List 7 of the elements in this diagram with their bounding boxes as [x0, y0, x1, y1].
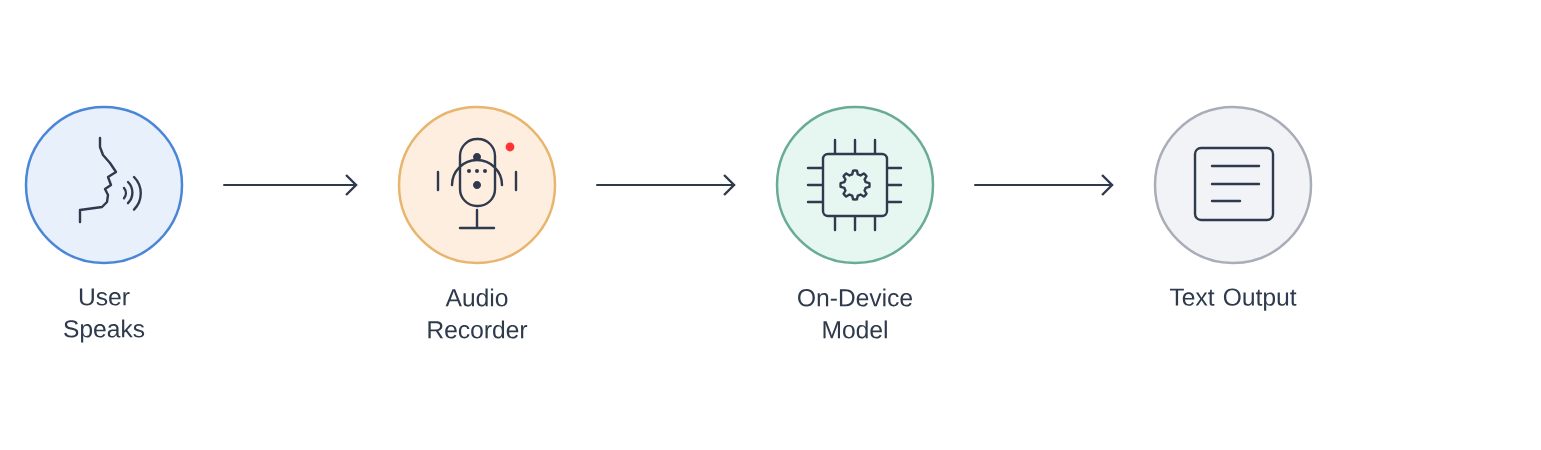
step-label: User Speaks [64, 288, 145, 343]
step-label: On-Device Model [798, 288, 912, 339]
arrow [974, 174, 1114, 196]
step-label: Audio Recorder [428, 288, 528, 339]
arrow [596, 174, 736, 196]
step-label: Text Output [1170, 288, 1297, 311]
arrow [223, 174, 358, 196]
